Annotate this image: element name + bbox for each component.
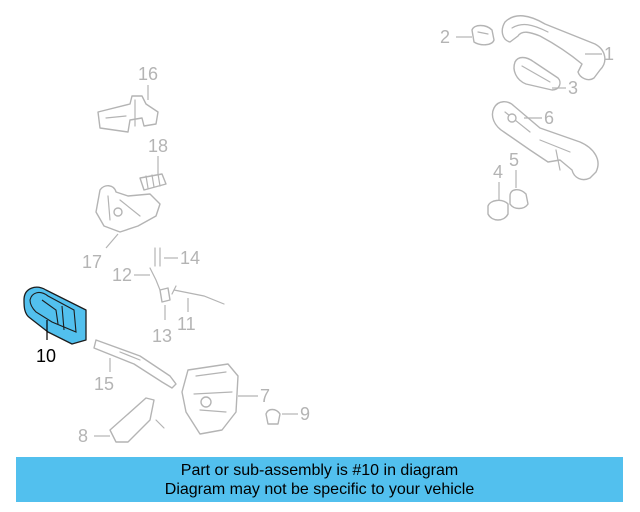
label-3: 3 [568, 78, 578, 98]
label-18: 18 [148, 136, 168, 156]
label-1: 1 [604, 44, 614, 64]
part-14-clip[interactable] [154, 247, 161, 267]
part-7-latch[interactable] [181, 363, 239, 435]
label-6: 6 [544, 108, 554, 128]
label-4: 4 [493, 162, 503, 182]
part-10-inside-handle[interactable] [23, 286, 87, 345]
part-1-outside-handle[interactable] [501, 15, 606, 81]
part-4-cap[interactable] [487, 199, 509, 221]
part-5-cap[interactable] [509, 189, 529, 210]
label-12: 12 [112, 265, 132, 285]
label-14: 14 [180, 248, 200, 268]
part-2-pad[interactable] [471, 24, 495, 46]
label-2: 2 [440, 27, 450, 47]
part-3-gasket[interactable] [513, 56, 561, 91]
part-16-hinge[interactable] [97, 95, 159, 133]
label-17: 17 [82, 252, 102, 272]
label-16: 16 [138, 64, 158, 84]
label-8: 8 [78, 426, 88, 446]
part-12-rod[interactable] [149, 267, 161, 291]
part-17-lower-hinge[interactable] [95, 185, 161, 233]
part-9-button[interactable] [265, 408, 281, 425]
label-11: 11 [177, 314, 196, 334]
part-18-spring[interactable] [139, 173, 167, 191]
banner-line-1: Part or sub-assembly is #10 in diagram [180, 461, 459, 479]
banner-line-2: Diagram may not be specific to your vehi… [164, 480, 475, 498]
label-5: 5 [509, 150, 519, 170]
label-13: 13 [152, 326, 172, 346]
label-10: 10 [36, 346, 56, 366]
part-15-cable[interactable] [93, 339, 177, 389]
label-9: 9 [300, 404, 310, 424]
part-8-bracket[interactable] [109, 397, 165, 443]
parts-diagram: 1 2 3 6 5 4 16 18 [23, 15, 614, 446]
part-13-clip[interactable] [159, 287, 171, 303]
label-7: 7 [260, 386, 270, 406]
part-6-handle-frame[interactable] [491, 101, 599, 181]
part-11-rod[interactable] [171, 285, 225, 305]
info-banner: Part or sub-assembly is #10 in diagram D… [16, 457, 623, 502]
leader-17 [105, 233, 119, 249]
label-15: 15 [94, 374, 114, 394]
